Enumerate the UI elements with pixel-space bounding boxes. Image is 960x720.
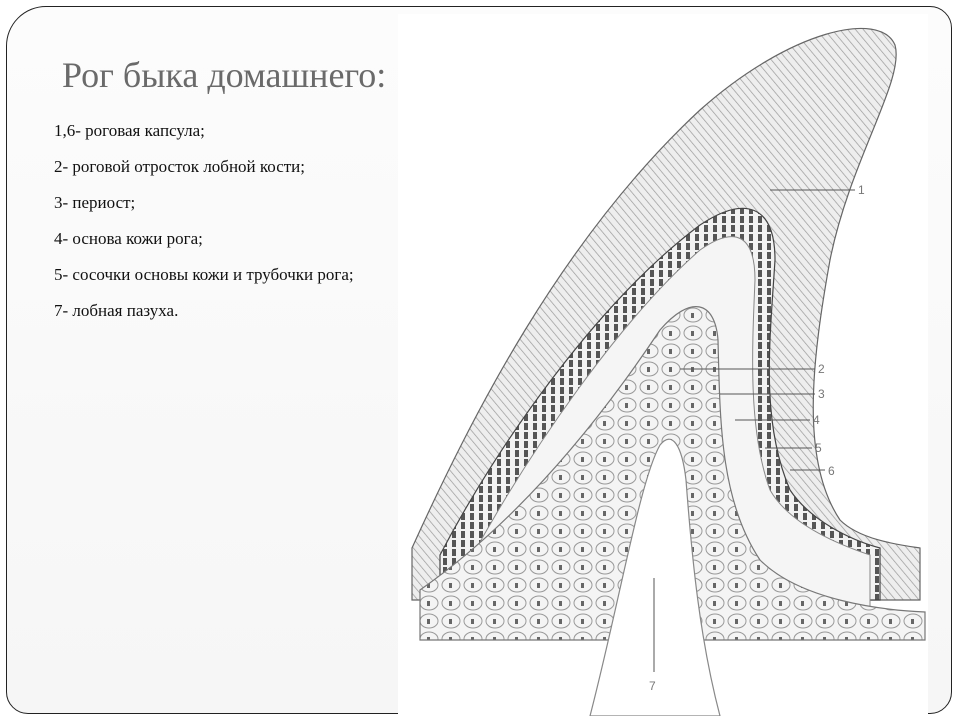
legend-list: 1,6- роговая капсула; 2- роговой отросто…	[54, 120, 394, 336]
legend-item: 3- периост;	[54, 193, 136, 212]
figure-label-4: 4	[813, 413, 820, 427]
legend-item: 7- лобная пазуха.	[54, 301, 179, 320]
legend-item: 4- основа кожи рога;	[54, 229, 203, 248]
frontal-sinus	[589, 438, 721, 716]
legend-item: 2- роговой отросток лобной кости;	[54, 157, 306, 176]
figure-label-6: 6	[828, 464, 835, 478]
figure-label-1: 1	[858, 183, 865, 197]
slide-title: Рог быка домашнего:	[62, 55, 387, 95]
legend-item: 1,6- роговая капсула;	[54, 121, 205, 140]
figure-label-5: 5	[815, 441, 822, 455]
legend-item: 5- сосочки основы кожи и трубочки рога;	[54, 265, 354, 284]
figure-label-3: 3	[818, 387, 825, 401]
figure-label-7: 7	[649, 679, 656, 693]
label-leaders	[653, 189, 855, 672]
horn-illustration: 1 2 3 4 5 6 7	[398, 14, 928, 716]
figure-label-2: 2	[818, 362, 825, 376]
